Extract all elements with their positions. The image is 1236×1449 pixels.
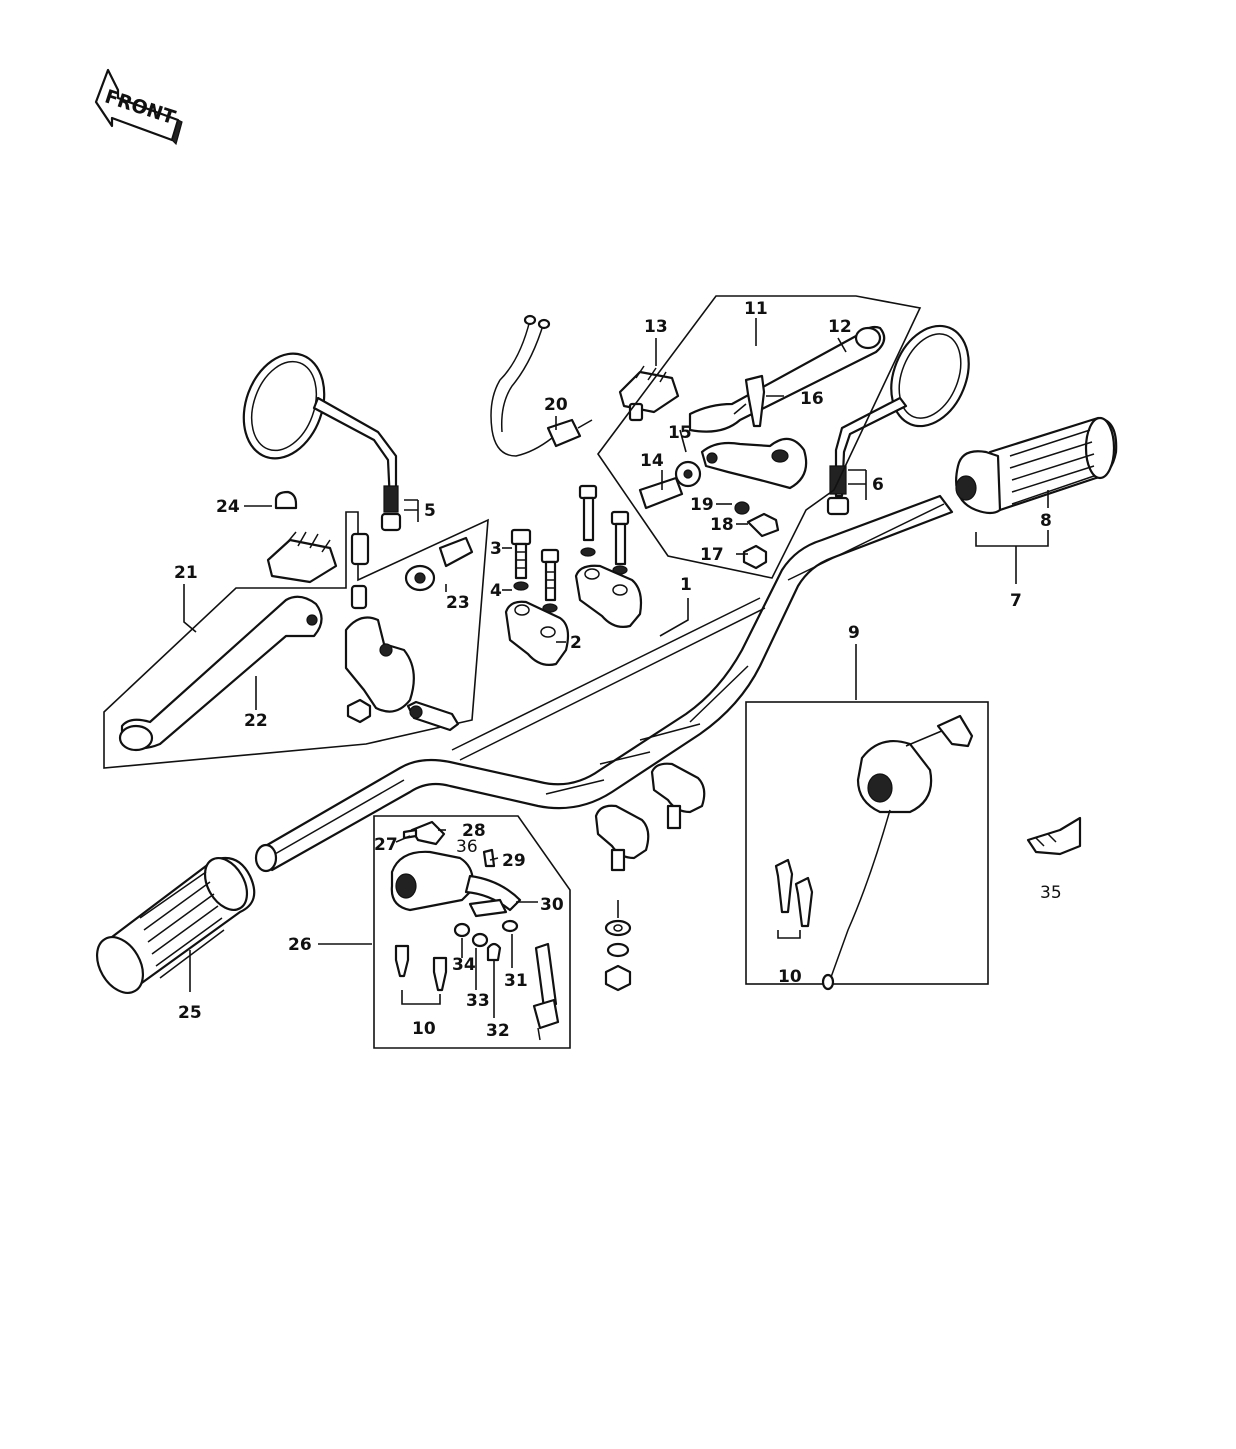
label-22: 22 [244,711,268,731]
label-14: 14 [640,451,664,471]
label-8: 8 [1040,511,1052,531]
label-33: 33 [466,991,490,1011]
callout-labels: 1 2 3 4 5 6 7 8 9 10 10 11 12 13 14 15 1… [174,299,1062,1041]
label-16: 16 [800,389,824,409]
bolt-3 [510,528,532,591]
label-21: 21 [174,563,198,583]
brake-lever-assembly [597,295,922,579]
label-32: 32 [486,1021,510,1041]
left-grip [95,856,256,994]
left-mirror [242,352,402,532]
label-4: 4 [490,581,502,601]
label-29: 29 [502,851,526,871]
left-switch-assembly [373,815,571,1049]
front-arrow: FRONT [94,68,183,146]
label-5: 5 [424,501,436,521]
handlebar [254,494,954,873]
cap-24 [274,490,298,510]
label-2: 2 [570,633,582,653]
label-35: 35 [1040,883,1062,903]
leader-lines [183,318,1049,1018]
bolt-upper-pair [578,484,630,575]
label-25: 25 [178,1003,202,1023]
label-9: 9 [848,623,860,643]
label-26: 26 [288,935,312,955]
label-28: 28 [462,821,486,841]
label-19: 19 [690,495,714,515]
label-11: 11 [744,299,768,319]
label-3: 3 [490,539,502,559]
label-31: 31 [504,971,528,991]
label-23: 23 [446,593,470,613]
label-30: 30 [540,895,564,915]
clutch-lever-assembly [103,511,489,769]
clamp-2 [504,564,643,666]
label-34: 34 [452,955,476,975]
label-15: 15 [668,423,692,443]
label-27: 27 [374,835,398,855]
label-1: 1 [680,575,692,595]
label-24: 24 [216,497,240,517]
right-mirror [826,324,970,516]
right-grip [955,416,1118,515]
wire-20 [490,314,593,457]
lower-clamps [594,762,706,992]
label-7: 7 [1010,591,1022,611]
label-10a: 10 [778,967,802,987]
label-13: 13 [644,317,668,337]
label-10b: 10 [412,1019,436,1039]
label-6: 6 [872,475,884,495]
switch-13 [618,365,680,422]
label-18: 18 [710,515,734,535]
bolt-3b [540,548,560,613]
right-switch-assembly [745,701,989,991]
label-12: 12 [828,317,852,337]
label-20: 20 [544,395,568,415]
bracket-35 [1026,816,1082,856]
label-36: 36 [456,837,478,857]
label-17: 17 [700,545,724,565]
